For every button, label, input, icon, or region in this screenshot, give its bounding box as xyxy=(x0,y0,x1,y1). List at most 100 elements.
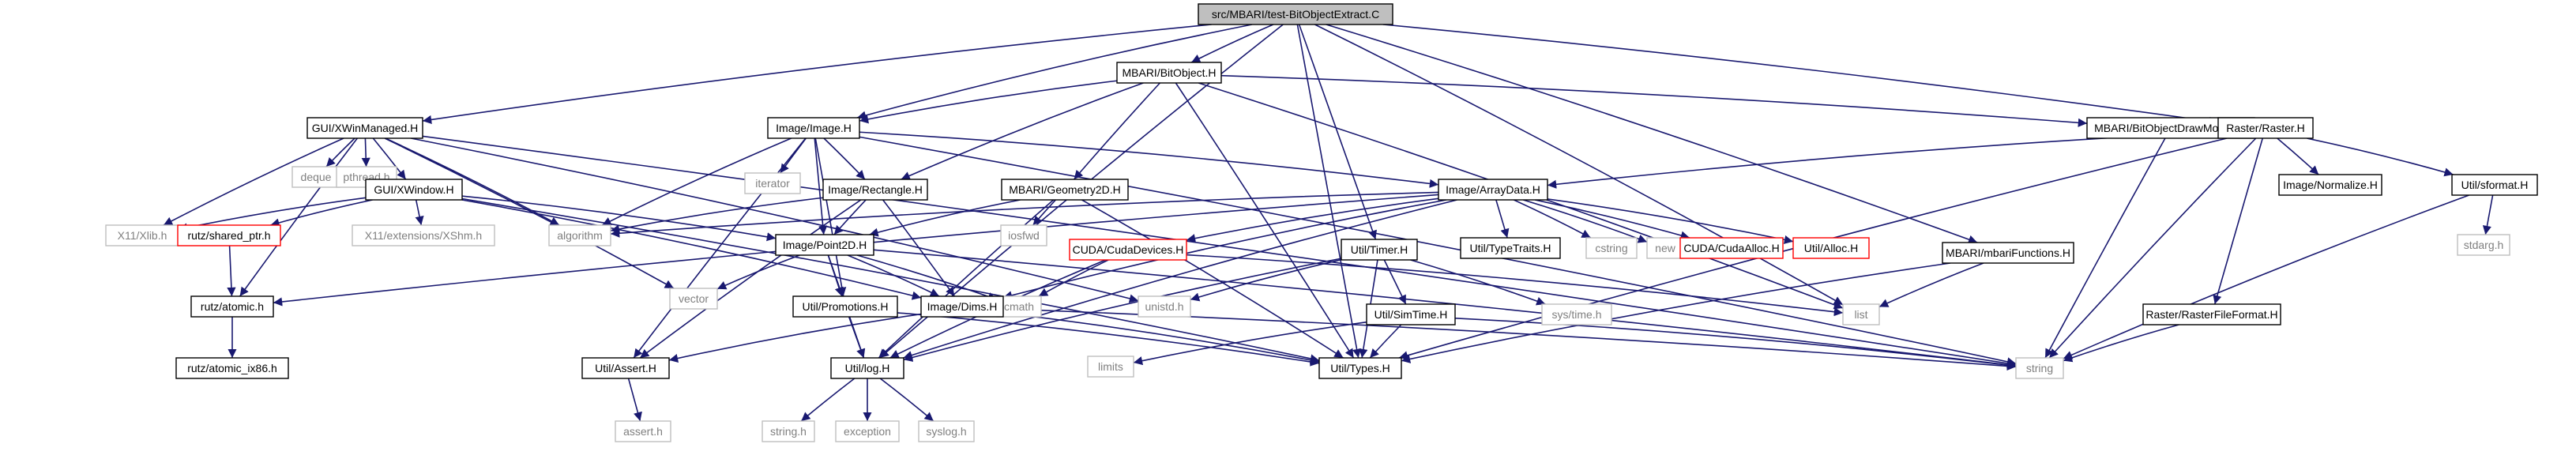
node-rectangle[interactable]: Image/Rectangle.H xyxy=(822,179,928,201)
edge-arraydata-to-cudaalloc xyxy=(1534,199,1690,240)
node-promotions[interactable]: Util/Promotions.H xyxy=(792,295,898,318)
node-label-iosfwd: iosfwd xyxy=(1008,229,1040,242)
node-image[interactable]: Image/Image.H xyxy=(767,117,860,139)
node-assert[interactable]: Util/Assert.H xyxy=(581,357,670,379)
node-label-raster: Raster/Raster.H xyxy=(2226,122,2305,134)
node-sharedptr[interactable]: rutz/shared_ptr.h xyxy=(177,224,281,246)
node-raster[interactable]: Raster/Raster.H xyxy=(2217,117,2314,139)
node-typetraits[interactable]: Util/TypeTraits.H xyxy=(1460,237,1561,259)
node-systime: sys/time.h xyxy=(1541,303,1612,325)
node-box-xshm xyxy=(352,224,495,246)
edge-simtime-to-limits xyxy=(1133,321,1367,366)
node-label-assert: Util/Assert.H xyxy=(595,362,656,374)
edge-image-to-point2d xyxy=(814,137,828,235)
node-mbarifunctions[interactable]: MBARI/mbariFunctions.H xyxy=(1942,242,2074,264)
node-box-mbarifunctions xyxy=(1942,242,2074,264)
node-label-syslog: syslog.h xyxy=(926,425,966,438)
node-label-promotions: Util/Promotions.H xyxy=(803,300,889,313)
node-atomic[interactable]: rutz/atomic.h xyxy=(190,295,274,318)
edge-timer-to-unistd xyxy=(1190,258,1342,302)
node-box-xwinmanaged xyxy=(306,117,423,139)
edge-timer-to-simtime xyxy=(1383,259,1407,305)
node-exception: exception xyxy=(835,420,900,442)
edge-cudadevices-to-list xyxy=(1186,254,1844,317)
node-xwinmanaged[interactable]: GUI/XWinManaged.H xyxy=(306,117,423,139)
node-label-vector: vector xyxy=(679,292,709,305)
node-box-limits xyxy=(1087,356,1134,378)
node-normalize[interactable]: Image/Normalize.H xyxy=(2278,174,2382,196)
edge-rectangle-to-dims xyxy=(882,199,955,297)
node-label-drawmodes: MBARI/BitObjectDrawModes.H xyxy=(2094,122,2247,134)
node-box-asserth xyxy=(615,420,671,442)
node-sformat[interactable]: Util/sformat.H xyxy=(2451,174,2538,196)
node-label-cmath: cmath xyxy=(1004,300,1034,313)
node-log[interactable]: Util/log.H xyxy=(830,357,904,379)
edge-image-to-algorithm xyxy=(601,137,792,226)
node-box-systime xyxy=(1541,303,1612,325)
edge-raster-to-sformat xyxy=(2307,137,2454,177)
edge-mbarifunctions-to-types xyxy=(1401,262,1951,363)
node-geometry2d[interactable]: MBARI/Geometry2D.H xyxy=(1001,179,1129,201)
node-box-atomic xyxy=(190,295,274,318)
node-new: new xyxy=(1646,237,1684,259)
edge-rectangle-to-assert xyxy=(639,199,862,359)
node-label-list: list xyxy=(1854,308,1867,321)
node-arraydata[interactable]: Image/ArrayData.H xyxy=(1438,179,1548,201)
edge-sformat-to-string xyxy=(2063,194,2469,359)
node-point2d[interactable]: Image/Point2D.H xyxy=(775,234,874,256)
node-label-typetraits: Util/TypeTraits.H xyxy=(1470,242,1551,254)
node-dims[interactable]: Image/Dims.H xyxy=(920,295,1004,318)
node-box-vector xyxy=(669,288,718,310)
edge-root-to-mbarifunctions xyxy=(1326,24,1978,244)
edge-root-to-list xyxy=(1314,24,1844,306)
edge-geometry2d-to-point2d xyxy=(869,199,1021,237)
node-cudadevices[interactable]: CUDA/CudaDevices.H xyxy=(1069,239,1187,261)
edge-root-to-types xyxy=(1296,24,1362,359)
node-label-xshm: X11/extensions/XShm.h xyxy=(365,229,482,242)
node-rasterfileformat[interactable]: Raster/RasterFileFormat.H xyxy=(2142,303,2281,325)
node-box-stdarg xyxy=(2457,234,2510,256)
node-box-rasterfileformat xyxy=(2142,303,2281,325)
node-xwindow[interactable]: GUI/XWindow.H xyxy=(365,179,463,201)
edge-xwinmanaged-to-vector xyxy=(384,137,675,289)
node-atomicix86[interactable]: rutz/atomic_ix86.h xyxy=(175,357,289,379)
edge-timer-to-log xyxy=(903,258,1342,362)
node-stdarg: stdarg.h xyxy=(2457,234,2510,256)
node-timer[interactable]: Util/Timer.H xyxy=(1341,239,1418,261)
node-label-image: Image/Image.H xyxy=(776,122,852,134)
node-label-mbarifunctions: MBARI/mbariFunctions.H xyxy=(1946,246,2070,259)
node-root[interactable]: src/MBARI/test-BitObjectExtract.C xyxy=(1198,3,1393,25)
node-cudaalloc[interactable]: CUDA/CudaAlloc.H xyxy=(1679,237,1784,259)
node-bitobject[interactable]: MBARI/BitObject.H xyxy=(1116,62,1222,84)
node-alloc[interactable]: Util/Alloc.H xyxy=(1792,237,1870,259)
node-box-raster xyxy=(2217,117,2314,139)
node-box-log xyxy=(830,357,904,379)
edge-xwindow-to-point2d xyxy=(461,195,777,242)
edge-promotions-to-log xyxy=(848,316,865,359)
node-box-assert xyxy=(581,357,670,379)
edge-arraydata-to-new xyxy=(1523,199,1648,243)
node-vector: vector xyxy=(669,288,718,310)
node-box-xwindow xyxy=(365,179,463,201)
edge-bitobject-to-types xyxy=(1175,82,1355,359)
edge-raster-to-rasterfileformat xyxy=(2213,137,2264,305)
node-simtime[interactable]: Util/SimTime.H xyxy=(1366,303,1456,325)
edge-bitobject-to-rectangle xyxy=(901,82,1144,180)
node-box-syslog xyxy=(918,420,975,442)
node-label-algorithm: algorithm xyxy=(557,229,603,242)
node-box-list xyxy=(1842,303,1880,325)
edge-dims-to-assert xyxy=(668,313,922,363)
node-label-atomicix86: rutz/atomic_ix86.h xyxy=(187,362,277,374)
node-box-alloc xyxy=(1792,237,1870,259)
edge-xwindow-to-dims xyxy=(461,199,922,300)
node-syslog: syslog.h xyxy=(918,420,975,442)
node-label-unistd: unistd.h xyxy=(1145,300,1183,313)
node-box-sharedptr xyxy=(177,224,281,246)
edge-arraydata-to-cstring xyxy=(1514,199,1592,239)
node-types[interactable]: Util/Types.H xyxy=(1318,357,1402,379)
edge-root-to-xwinmanaged xyxy=(422,24,1212,124)
node-box-image xyxy=(767,117,860,139)
node-box-new xyxy=(1646,237,1684,259)
node-label-string: string xyxy=(2026,362,2053,374)
edge-image-to-string xyxy=(859,136,2017,367)
